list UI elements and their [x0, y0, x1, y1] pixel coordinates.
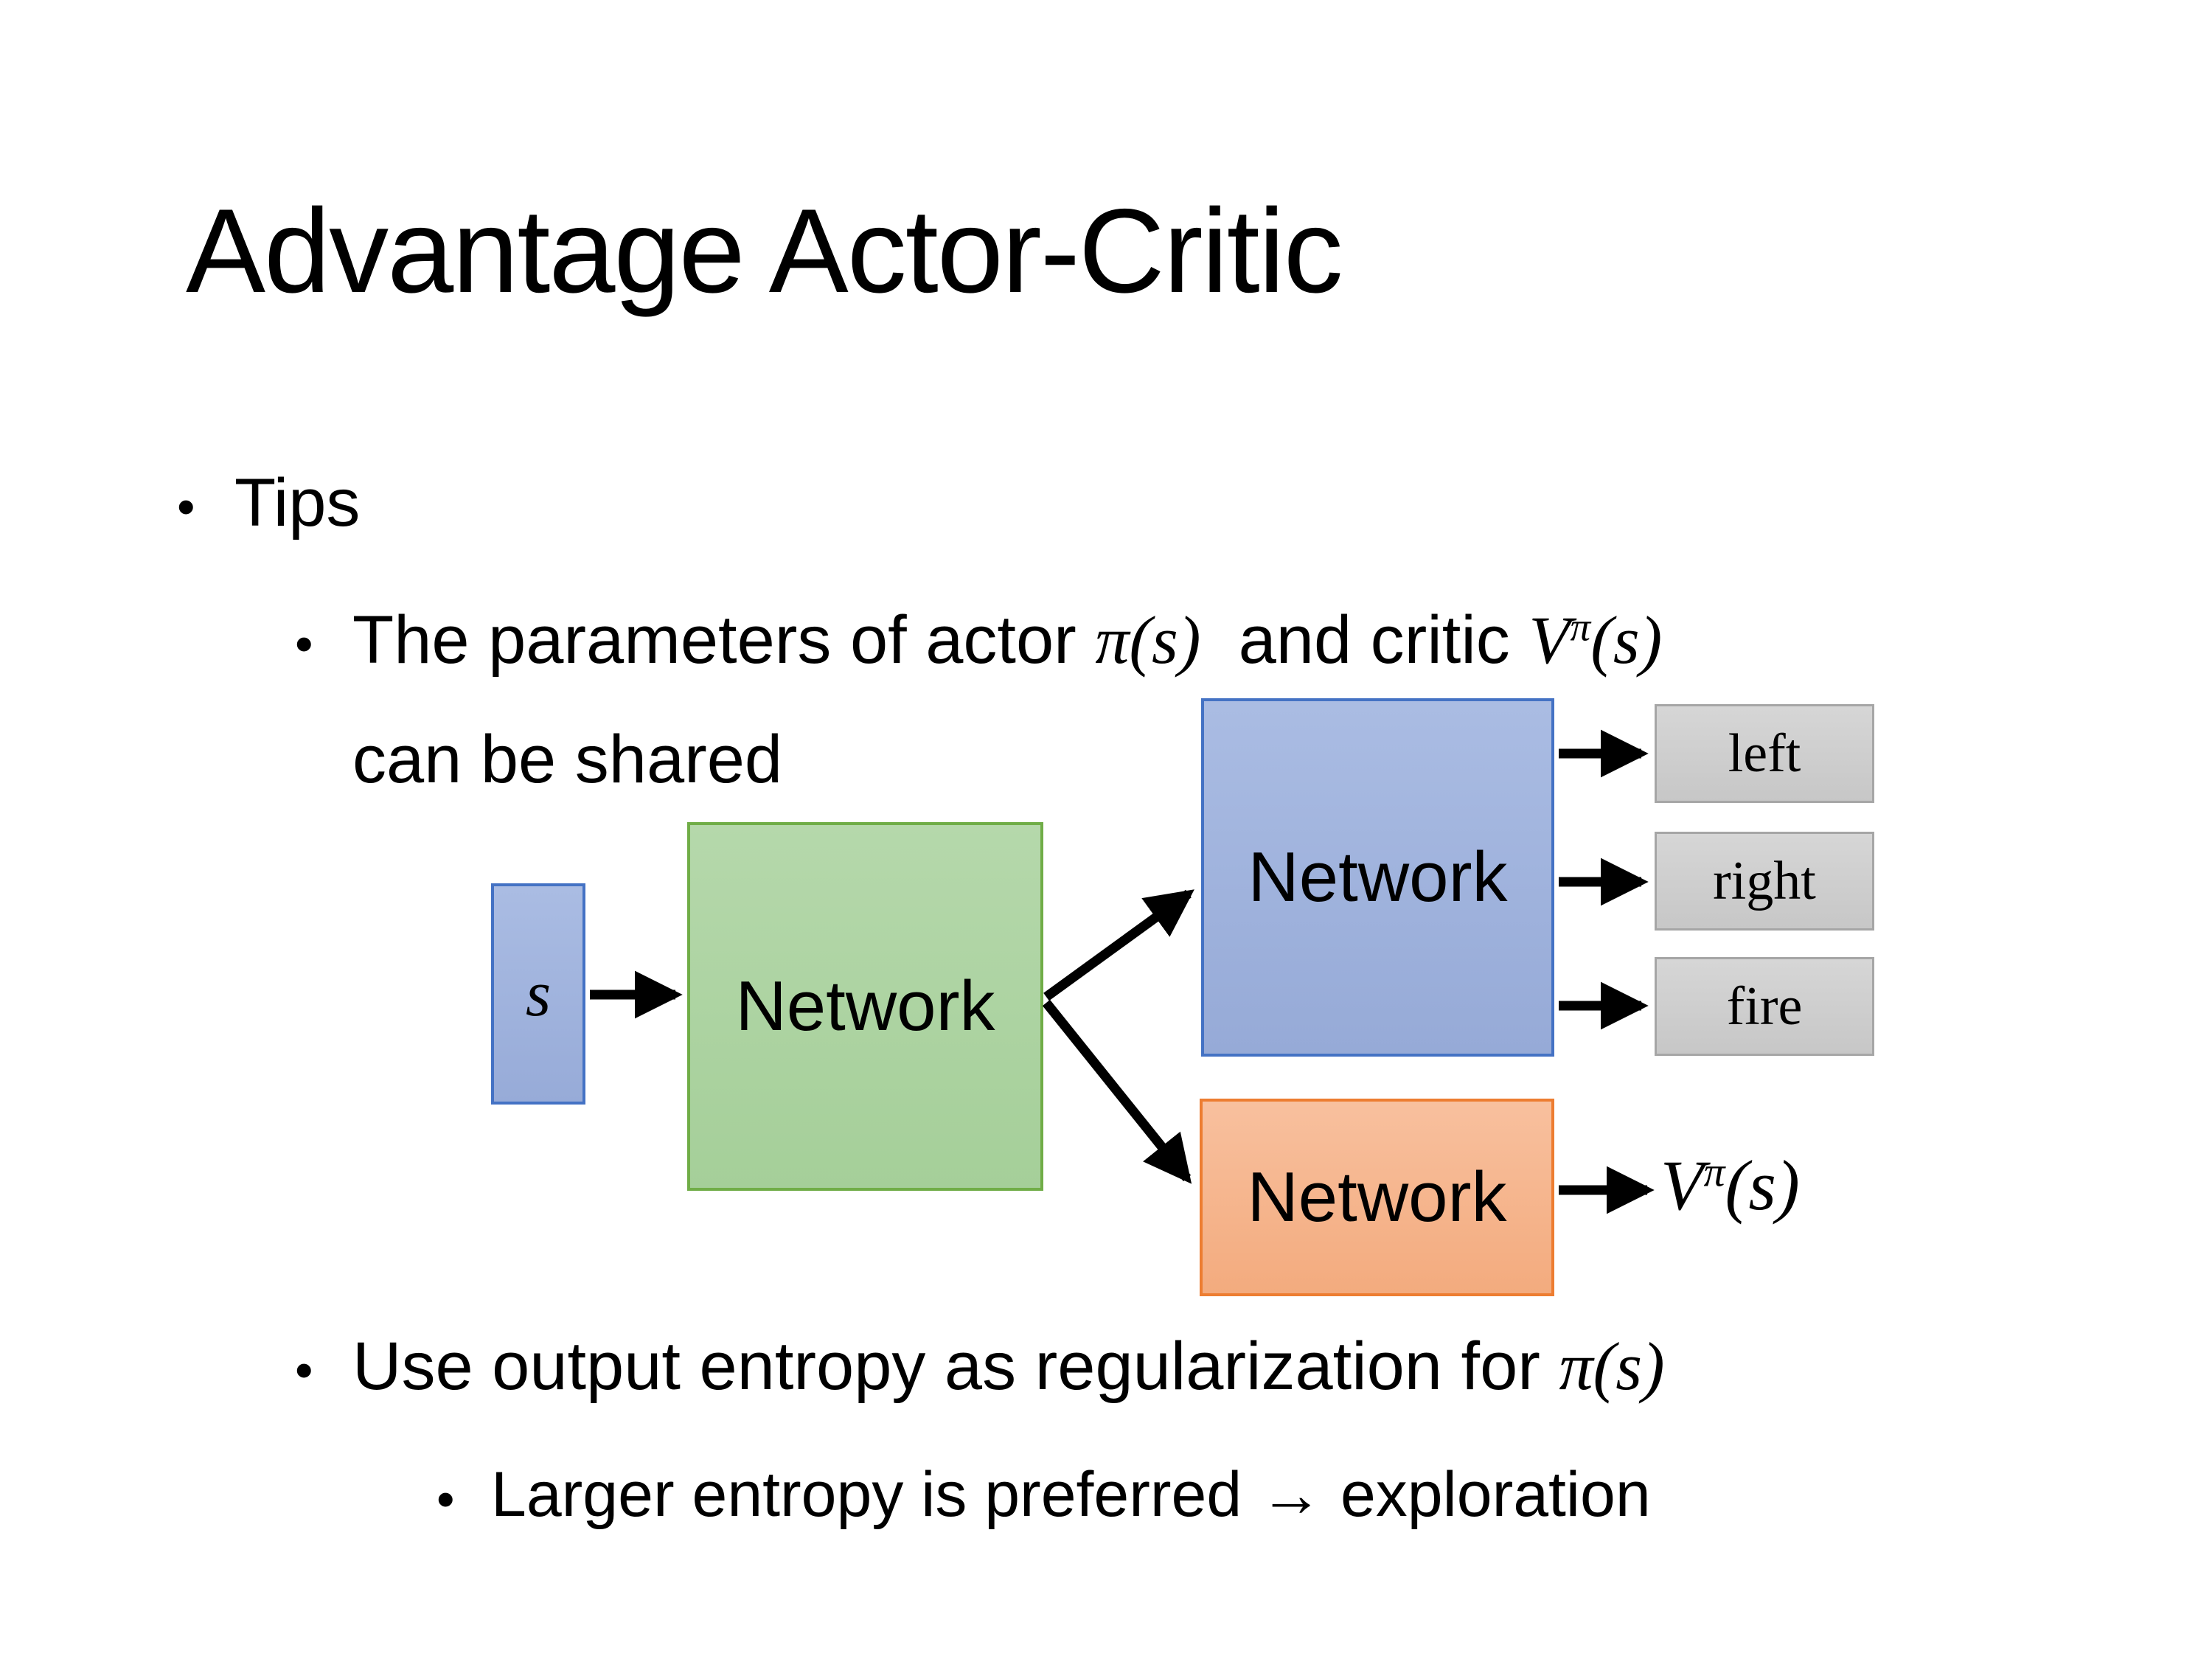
actor-network-box: Network [1201, 698, 1554, 1057]
bullet-dot: • [177, 478, 195, 535]
pi-s-math: π(s) [1559, 1329, 1665, 1404]
value-output-label: Vπ(s) [1660, 1144, 1800, 1226]
bullet-tips: Tips [234, 465, 361, 540]
value-args: (s) [1725, 1146, 1800, 1225]
bullet-dot: • [437, 1470, 455, 1528]
action-fire-label: fire [1726, 975, 1803, 1037]
action-fire-box: fire [1655, 957, 1874, 1056]
param-text-pre: The parameters of actor [352, 602, 1096, 678]
bullet-param-line1: The parameters of actor π(s) and critic … [352, 601, 1662, 679]
action-right-box: right [1655, 832, 1874, 931]
v-sup: π [1570, 604, 1591, 650]
action-right-label: right [1713, 850, 1816, 911]
pi-s-math: π(s) [1095, 602, 1201, 678]
value-base: V [1660, 1146, 1704, 1225]
v-base: V [1528, 602, 1571, 678]
value-sup: π [1703, 1149, 1725, 1196]
actor-network-label: Network [1248, 838, 1508, 917]
bullet-exploration-line: Larger entropy is preferred → exploratio… [491, 1459, 1651, 1530]
entropy-text-pre: Use output entropy as regularization for [352, 1329, 1559, 1404]
v-pi-s-math: Vπ(s) [1528, 602, 1662, 678]
action-left-label: left [1728, 723, 1801, 784]
bullet-entropy-line: Use output entropy as regularization for… [352, 1327, 1665, 1405]
bullet-dot: • [295, 1341, 313, 1399]
shared-network-label: Network [735, 967, 995, 1046]
slide-title: Advantage Actor-Critic [186, 184, 1343, 318]
param-text-mid: and critic [1200, 602, 1529, 678]
arrow-shared-to-actor [1043, 889, 1194, 1001]
bullet-param-line2: can be shared [352, 722, 783, 797]
action-left-box: left [1655, 704, 1874, 803]
critic-network-label: Network [1247, 1158, 1507, 1237]
v-args: (s) [1590, 602, 1663, 678]
shared-network-box: Network [687, 822, 1043, 1191]
state-input-box: s [491, 883, 585, 1105]
arrow-shared-to-critic [1042, 999, 1192, 1184]
state-label: s [525, 958, 552, 1030]
bullet-dot: • [295, 615, 313, 672]
critic-network-box: Network [1200, 1099, 1554, 1296]
